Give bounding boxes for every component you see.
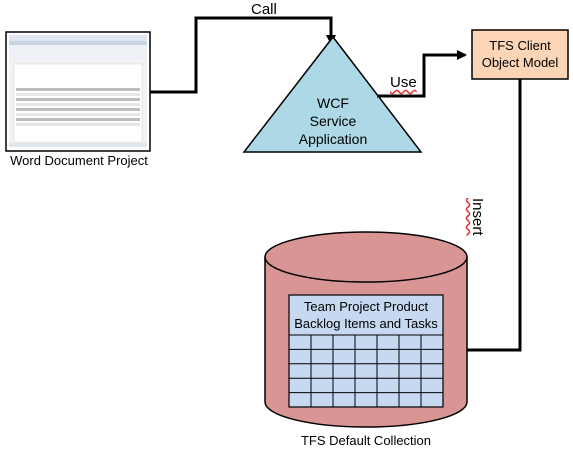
backlog-table-title: Team Project Product Backlog Items and T…: [289, 298, 443, 332]
wcf-line2: Service: [309, 113, 357, 129]
call-label: Call: [251, 1, 277, 18]
tfs-client-box: [471, 29, 569, 80]
tfs-collection-caption: TFS Default Collection: [266, 433, 466, 448]
wcf-line1: WCF: [317, 95, 349, 111]
call-arrow: [150, 16, 336, 94]
table-title-line2: Backlog Items and Tasks: [294, 316, 438, 331]
word-document-caption-text: Word Document Project: [10, 153, 148, 168]
use-arrow: [377, 50, 467, 98]
tfs-collection-caption-text: TFS Default Collection: [300, 433, 432, 448]
backlog-table: [288, 294, 444, 408]
tfs-client-label: TFS Client Object Model: [472, 37, 568, 71]
word-document-caption: Word Document Project: [4, 153, 154, 168]
insert-label: Insert: [469, 198, 486, 236]
table-title-line1: Team Project Product: [303, 299, 429, 314]
wcf-line3: Application: [298, 131, 368, 147]
tfs-client-line1: TFS Client: [489, 38, 551, 53]
insert-arrow: [446, 79, 522, 355]
word-document-thumbnail: [5, 31, 151, 152]
wcf-service-label: WCF Service Application: [283, 94, 383, 148]
use-label: Use: [390, 74, 417, 91]
tfs-client-line2: Object Model: [481, 55, 559, 70]
